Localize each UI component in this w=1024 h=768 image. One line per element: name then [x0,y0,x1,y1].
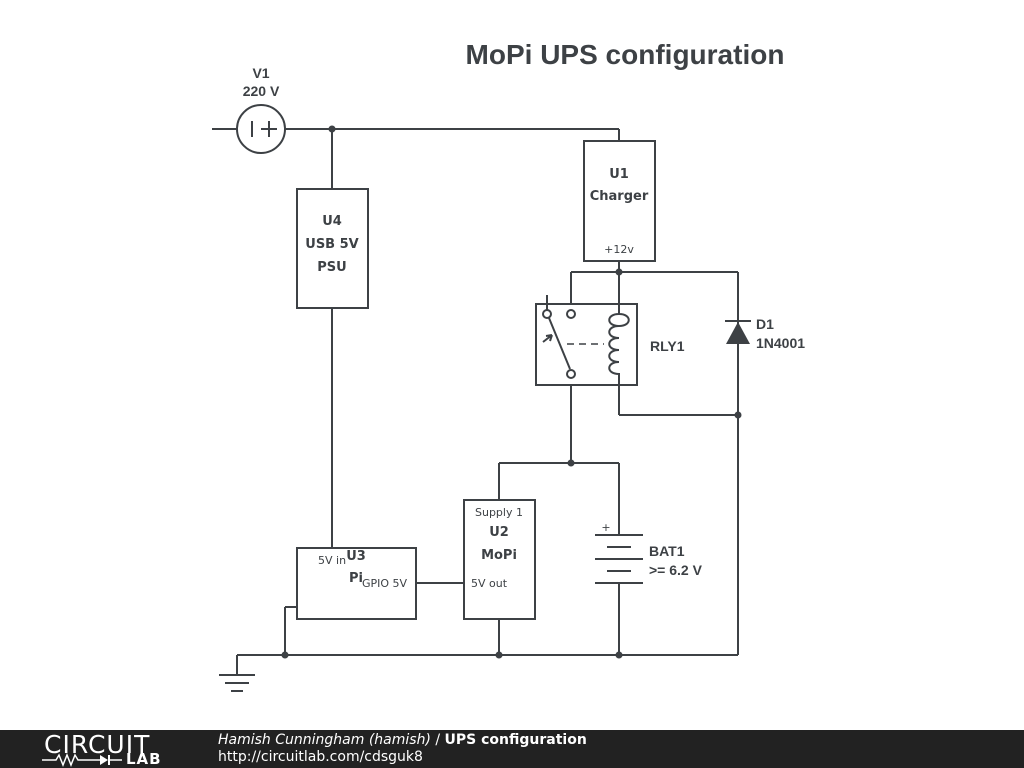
v1-ref: V1 [252,65,269,81]
schematic-diagram: MoPi UPS configuration [212,39,805,692]
footer-credit: Hamish Cunningham (hamish) / UPS configu… [218,732,587,748]
junction-dots [281,125,742,659]
relay-switch-icon [548,317,571,370]
bat1-ref: BAT1 [649,543,685,559]
rly1-ref: RLY1 [650,338,685,354]
bat1-value: >= 6.2 V [649,562,703,578]
u2-pin-supply: Supply 1 [475,506,523,519]
u3-name: Pi [349,571,363,586]
v1-source: V1 220 V [236,65,286,154]
u1-charger: U1 Charger +12v [583,140,656,262]
ground-icon [219,674,255,692]
u2-ref: U2 [489,525,509,540]
u2-pin-out: 5V out [471,577,508,590]
resistor-diode-logo-icon [42,753,122,767]
relay-coil-icon [608,304,630,385]
u3-pin-in: 5V in [318,554,346,567]
u1-name: Charger [590,189,649,204]
u2-name: MoPi [481,548,517,563]
d1-ref: D1 [756,316,774,332]
u3-pi: U3 Pi 5V in GPIO 5V [296,547,417,620]
u4-ref: U4 [322,214,342,229]
rly1-relay: RLY1 [535,295,685,386]
diagram-title: MoPi UPS configuration [466,39,785,70]
footer-bar: CIRCUIT LAB Hamish Cunningham (hamish) /… [0,730,1024,768]
u4-psu: U4 USB 5V PSU [296,188,369,309]
u4-line1: USB 5V [305,237,358,252]
footer-url-link[interactable]: http://circuitlab.com/cdsguk8 [218,749,423,765]
u3-ref: U3 [346,549,366,564]
d1-value: 1N4001 [756,335,805,351]
footer-separator: / [435,732,441,748]
u2-mopi: Supply 1 U2 MoPi 5V out [463,499,536,620]
diode-icon [726,322,750,344]
battery-icon [595,534,643,584]
footer-project-title[interactable]: UPS configuration [444,732,587,748]
v1-value: 220 V [243,83,280,99]
circuitlab-logo-bottom: LAB [126,750,162,768]
d1-diode: D1 1N4001 [725,316,805,351]
u1-ref: U1 [609,167,629,182]
footer-author[interactable]: Hamish Cunningham (hamish) [218,732,431,748]
bat1-battery: + BAT1 >= 6.2 V [595,521,703,584]
bat1-plus: + [601,521,610,534]
u3-pin-gpio: GPIO 5V [362,577,408,590]
u4-line2: PSU [317,260,346,275]
u1-pin-out: +12v [604,243,634,256]
circuitlab-logo-top: CIRCUIT [44,730,151,759]
wires [212,128,739,674]
